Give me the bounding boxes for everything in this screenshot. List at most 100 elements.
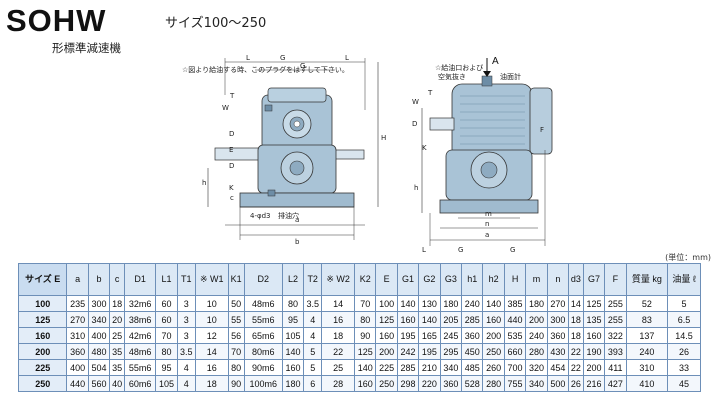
svg-text:h: h (202, 179, 206, 187)
table-cell: 83 (625, 311, 669, 328)
table-cell: 80 (354, 311, 377, 328)
table-cell: 440 (66, 375, 89, 392)
table-cell: 70 (155, 327, 178, 344)
svg-text:T: T (427, 89, 433, 97)
table-cell: 220 (418, 375, 441, 392)
column-header: n (546, 263, 570, 296)
table-cell: 80m6 (243, 343, 283, 360)
table-cell: 95 (155, 359, 178, 376)
size-cell: 100 (17, 295, 68, 312)
table-cell: 190 (582, 343, 606, 360)
table-cell: 135 (582, 311, 606, 328)
table-cell: 360 (546, 327, 570, 344)
svg-text:D: D (229, 130, 234, 138)
table-cell: 400 (66, 359, 89, 376)
table-cell: 240 (461, 295, 484, 312)
table-cell: 160 (482, 311, 505, 328)
table-cell: 6.5 (667, 311, 701, 328)
table-cell: 26 (667, 343, 701, 360)
table-cell: 454 (546, 359, 570, 376)
plug-note-label: ☆図より給油する時、このプラグをはずして下さい。 (182, 65, 349, 74)
table-cell: 200 (482, 327, 505, 344)
table-cell: 40 (109, 375, 125, 392)
column-header: ※ W1 (194, 263, 229, 296)
table-cell: 322 (604, 327, 627, 344)
table-cell: 95 (281, 311, 305, 328)
table-cell: 700 (503, 359, 527, 376)
table-cell: 4 (176, 359, 196, 376)
table-cell: 5 (667, 295, 701, 312)
table-cell: 70 (227, 343, 245, 360)
table-cell: 33 (667, 359, 701, 376)
size-cell: 125 (17, 311, 68, 328)
table-cell: 660 (503, 343, 527, 360)
table-cell: 22 (568, 343, 584, 360)
table-cell: 4 (303, 311, 323, 328)
table-cell: 22 (321, 343, 356, 360)
table-cell: 255 (604, 295, 627, 312)
table-cell: 245 (439, 327, 463, 344)
table-cell: 35 (109, 359, 125, 376)
svg-text:H: H (381, 134, 386, 142)
table-cell: 216 (582, 375, 606, 392)
column-header: G7 (582, 263, 606, 296)
table-cell: 410 (625, 375, 669, 392)
air-vent-note: 空気抜き (438, 72, 466, 81)
table-cell: 90 (354, 327, 377, 344)
table-cell: 18 (194, 375, 229, 392)
svg-text:L: L (345, 54, 349, 62)
table-cell: 55m6 (123, 359, 157, 376)
table-cell: 65m6 (243, 327, 283, 344)
table-cell: 42m6 (123, 327, 157, 344)
table-cell: 35 (109, 343, 125, 360)
table-cell: 535 (503, 327, 527, 344)
table-cell: 100m6 (243, 375, 283, 392)
table-cell: 25 (109, 327, 125, 344)
column-header: F (604, 263, 627, 296)
table-cell: 125 (375, 311, 398, 328)
table-cell: 14 (321, 295, 356, 312)
table-cell: 52 (625, 295, 669, 312)
svg-text:L: L (246, 54, 250, 62)
size-cell: 160 (17, 327, 68, 344)
column-header: L1 (155, 263, 178, 296)
column-header: a (66, 263, 89, 296)
side-view-drawing: L G L G H W T D E D h K c a b ☆図より給油する時、… (182, 54, 386, 246)
size-range-label: サイズ100～250 (165, 16, 267, 31)
table-cell: 140 (354, 359, 377, 376)
view-arrow-label: A (492, 56, 499, 67)
table-cell: 14.5 (667, 327, 701, 344)
svg-text:c: c (230, 194, 234, 202)
table-cell: 16 (194, 359, 229, 376)
column-header: G3 (439, 263, 463, 296)
table-cell: 160 (354, 375, 377, 392)
table-cell: 26 (568, 375, 584, 392)
table-cell: 160 (396, 311, 420, 328)
column-header: c (109, 263, 125, 296)
column-header: h2 (482, 263, 505, 296)
table-cell: 45 (667, 375, 701, 392)
table-cell: 14 (194, 343, 229, 360)
table-cell: 5 (303, 359, 323, 376)
size-cell: 200 (17, 343, 68, 360)
table-cell: 528 (461, 375, 484, 392)
table-cell: 310 (625, 359, 669, 376)
column-header: K1 (227, 263, 245, 296)
table-cell: 3 (176, 327, 196, 344)
table-cell: 105 (155, 375, 178, 392)
table-cell: 480 (87, 343, 111, 360)
column-header: 質量 kg (625, 263, 669, 296)
table-cell: 32m6 (123, 295, 157, 312)
table-cell: 90 (227, 375, 245, 392)
product-subtitle: 形標準減速機 (52, 41, 121, 55)
table-cell: 240 (625, 343, 669, 360)
oil-inlet-note: ☆給油口および (435, 63, 483, 72)
column-header: ※ W2 (321, 263, 356, 296)
table-cell: 360 (439, 375, 463, 392)
svg-text:W: W (222, 104, 229, 112)
table-cell: 80 (227, 359, 245, 376)
svg-text:D: D (229, 162, 234, 170)
column-header: T2 (303, 263, 323, 296)
